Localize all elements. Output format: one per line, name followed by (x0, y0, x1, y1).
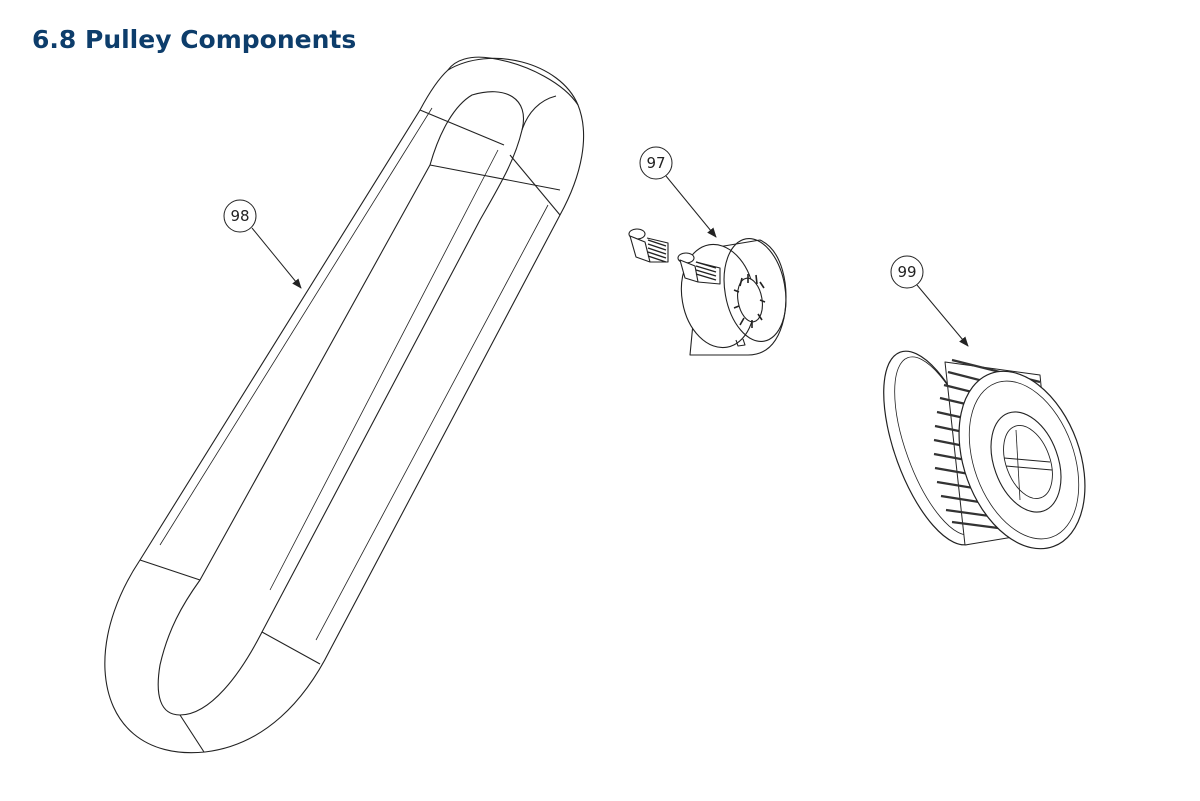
callout-label-99: 99 (897, 263, 916, 281)
timing-belt (104, 56, 585, 754)
bushing-screw-2 (677, 252, 721, 285)
taper-bushing (628, 228, 787, 356)
callout-98: 98 (223, 199, 302, 289)
bushing-screw-1 (628, 228, 669, 263)
timing-pulley (883, 350, 1086, 550)
callout-label-98: 98 (230, 207, 249, 225)
callout-97: 97 (639, 146, 717, 238)
callout-label-97: 97 (646, 154, 665, 172)
callout-99: 99 (890, 255, 969, 347)
section-title: 6.8 Pulley Components (32, 25, 357, 54)
